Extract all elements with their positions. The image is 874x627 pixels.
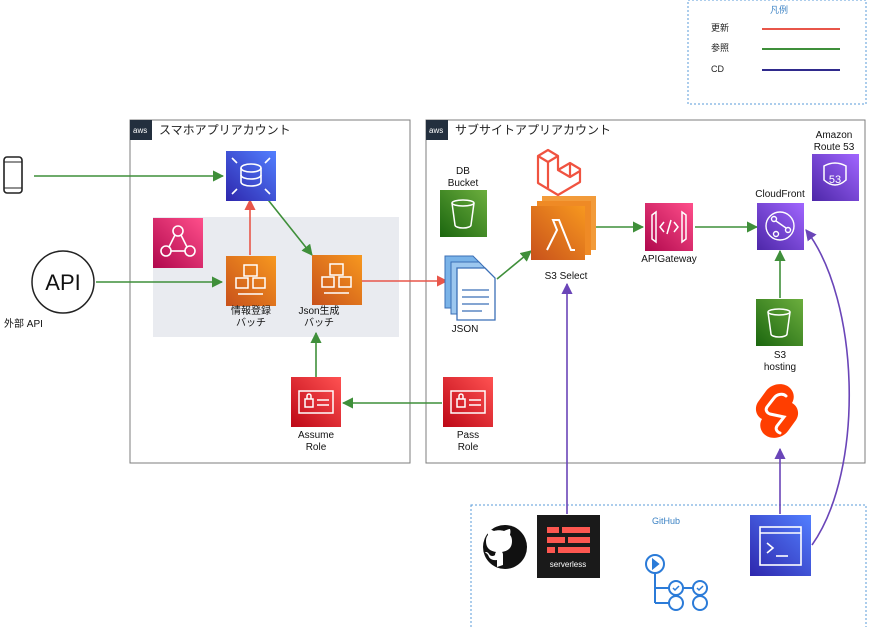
route53-label-1: Amazon — [816, 130, 853, 141]
json-label: JSON — [452, 324, 479, 335]
role-icon — [443, 377, 493, 427]
assume-role-label-1: Assume — [298, 430, 335, 441]
bucket-icon — [756, 299, 803, 346]
cloudfront-icon — [757, 203, 804, 250]
event-bridge-icon — [153, 218, 203, 268]
serverless-icon: serverless — [537, 515, 600, 578]
github-label: GitHub — [652, 516, 680, 526]
cloudfront-label: CloudFront — [755, 189, 805, 200]
legend-title: 凡例 — [770, 4, 788, 15]
lambda-icon — [531, 196, 596, 260]
laravel-icon — [536, 148, 582, 197]
pass-role-label-1: Pass — [457, 430, 479, 441]
role-icon — [291, 377, 341, 427]
db-bucket-label-1: DB — [456, 166, 470, 177]
database-icon — [226, 151, 276, 201]
arrow-json-to-lambda — [496, 250, 532, 280]
serverless-label: serverless — [550, 560, 586, 569]
legend-label-update: 更新 — [711, 22, 729, 33]
legend-label-cd: CD — [711, 64, 724, 74]
db-bucket-label-2: Bucket — [448, 178, 479, 189]
s3-select-label: S3 Select — [545, 271, 588, 282]
bucket-icon — [440, 190, 487, 237]
aws-badge-left: aws — [133, 126, 147, 135]
batch-icon — [312, 255, 362, 305]
terminal-icon — [750, 515, 811, 576]
legend: 凡例 更新 参照 CD — [687, 0, 867, 105]
github-icon — [483, 525, 527, 569]
right-account-title: サブサイトアプリアカウント — [455, 122, 611, 137]
api-gateway-icon — [645, 203, 693, 251]
pass-role-label-2: Role — [458, 442, 479, 453]
route53-badge: 53 — [829, 174, 841, 186]
info-batch-label-2: バッチ — [236, 317, 266, 329]
aws-logo-icon — [426, 120, 448, 140]
aws-badge-right: aws — [429, 126, 443, 135]
apigw-label: APIGateway — [641, 254, 697, 265]
connectors — [34, 170, 851, 546]
api-circle-label: API — [45, 270, 80, 295]
arrow-terminal-to-cloudfront — [805, 229, 851, 546]
s3-hosting-label-2: hosting — [764, 362, 796, 373]
json-batch-label-2: バッチ — [304, 317, 334, 329]
left-account-title: スマホアプリアカウント — [159, 123, 291, 137]
smartphone-icon — [3, 156, 23, 194]
s3-hosting-label-1: S3 — [774, 350, 787, 361]
arrow-db-to-json-batch — [264, 195, 313, 256]
aws-logo-icon — [130, 120, 152, 140]
batch-icon — [226, 256, 276, 306]
info-batch-label-1: 情報登録 — [231, 304, 271, 317]
route53-label-2: Route 53 — [814, 142, 855, 153]
svelte-icon — [755, 384, 799, 438]
document-icon — [444, 255, 496, 321]
external-api-label: 外部 API — [4, 317, 43, 330]
route53-icon: 53 — [812, 154, 859, 201]
legend-label-reference: 参照 — [711, 42, 729, 53]
github-actions-icon — [645, 554, 708, 611]
json-batch-label-1: Json生成 — [298, 304, 339, 317]
api-circle-icon: API — [31, 250, 95, 314]
assume-role-label-2: Role — [306, 442, 327, 453]
